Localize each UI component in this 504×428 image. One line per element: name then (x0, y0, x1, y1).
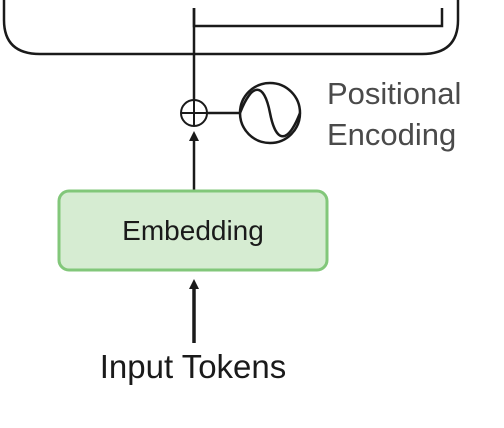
embedding-box (57, 189, 329, 272)
encoder-block-outline (2, 0, 460, 56)
embedding-label: Embedding (122, 215, 264, 246)
sine-wave-icon (238, 81, 302, 145)
add-node-icon (180, 99, 208, 127)
input-tokens-label: Input Tokens (100, 348, 287, 385)
positional-encoding-label-line2: Encoding (327, 117, 456, 152)
positional-encoding-label-line1: Positional (327, 76, 461, 111)
residual-connection-line (192, 8, 444, 28)
